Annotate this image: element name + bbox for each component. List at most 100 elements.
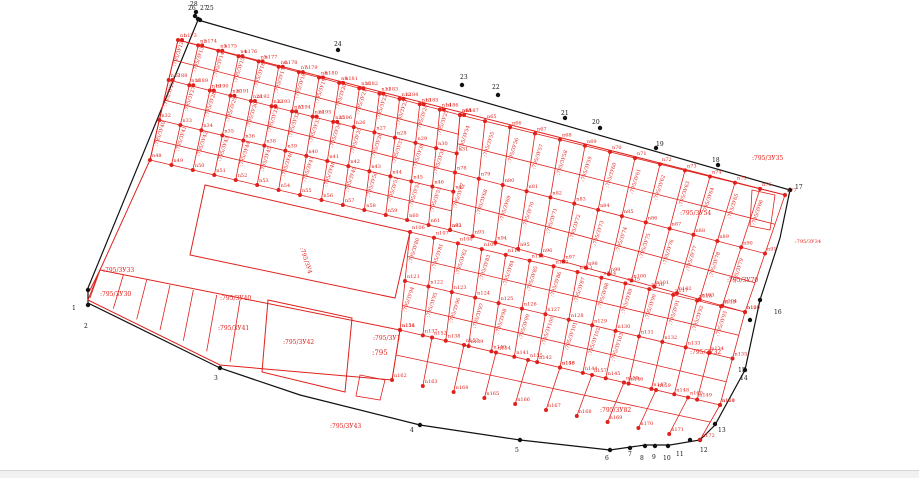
label-left-mid: :795/ЗУ33 — [103, 267, 134, 274]
boundary-label-16: 16 — [774, 309, 782, 316]
label-block-zu42: :795/ЗУ42 — [283, 339, 314, 346]
survey-point-n88 — [691, 232, 696, 237]
survey-point-n48 — [148, 158, 152, 162]
parcel-label: :795/ЗУ98 — [495, 308, 509, 335]
lot-column-line — [321, 82, 340, 201]
parcel-label: :795/ЗУ18 — [294, 72, 308, 99]
survey-point-n24 — [310, 114, 315, 119]
survey-label-n148: n148 — [676, 387, 689, 393]
survey-label-n78: n78 — [457, 166, 467, 172]
survey-label-n111: n111 — [532, 254, 545, 260]
survey-label-n79: n79 — [481, 172, 491, 178]
survey-label-n102: n102 — [679, 286, 692, 292]
label-right-cluster-top: :795/ЗУ35 — [752, 155, 783, 162]
parcel-label: :795/ЗУ65 — [727, 193, 741, 220]
central-block — [189, 184, 411, 299]
label-left-top: :795/ЗУ30 — [100, 291, 131, 298]
survey-label-n161: n161 — [722, 398, 735, 404]
survey-label-n178: n178 — [285, 60, 298, 66]
boundary-label-25: 25 — [206, 5, 214, 12]
survey-point-n124 — [473, 295, 478, 300]
parcel-label: :795/ЗУ54 — [458, 125, 472, 152]
survey-label-n187: n187 — [466, 108, 479, 114]
survey-label-n5: n5 — [261, 54, 267, 60]
survey-label-n91: n91 — [767, 247, 777, 253]
survey-label-n21: n21 — [253, 94, 263, 100]
survey-label-n149: n149 — [699, 393, 712, 399]
lot-column-line — [89, 269, 101, 299]
survey-label-n185: n185 — [426, 97, 439, 103]
survey-label-n99: n99 — [611, 267, 621, 273]
survey-point-n153 — [462, 343, 466, 347]
lot-column-line — [206, 294, 218, 352]
survey-point-n29 — [413, 140, 418, 145]
survey-point-n188 — [170, 78, 175, 82]
survey-label-n86: n86 — [648, 215, 658, 221]
survey-point-n61 — [426, 223, 431, 227]
label-right-low2: :795/ЗУ82 — [600, 407, 631, 414]
survey-label-n11: n11 — [381, 87, 391, 93]
survey-label-n168: n168 — [579, 409, 592, 415]
survey-point-n101 — [652, 284, 657, 289]
boundary-marker-28 — [193, 9, 199, 15]
survey-point-n89 — [715, 239, 720, 244]
survey-point-n155 — [526, 358, 530, 362]
survey-label-n120: n120 — [747, 305, 760, 311]
block-small — [355, 374, 386, 401]
lot-column-line — [229, 299, 241, 363]
lot-column-line — [363, 93, 380, 211]
right-cluster — [749, 189, 776, 231]
survey-label-n50: n50 — [195, 163, 205, 169]
survey-point-n75 — [733, 180, 737, 185]
survey-point-n123 — [449, 290, 454, 295]
survey-label-n47: n47 — [455, 185, 465, 191]
survey-label-n80: n80 — [505, 178, 515, 184]
survey-label-n151: n151 — [402, 323, 415, 329]
boundary-label-27: 27 — [200, 5, 208, 12]
survey-point-n149 — [695, 397, 700, 402]
survey-label-n90: n90 — [743, 240, 753, 246]
survey-label-n17: n17 — [171, 73, 181, 79]
survey-point-n32 — [157, 118, 162, 122]
survey-point-n34 — [199, 128, 204, 133]
parcel-label: :795/ЗУ90 — [644, 294, 658, 321]
survey-label-n43: n43 — [371, 164, 381, 170]
survey-label-n87: n87 — [672, 222, 682, 228]
survey-point-n5 — [256, 59, 261, 64]
survey-point-n55 — [298, 193, 302, 197]
survey-point-n19 — [207, 88, 212, 93]
boundary-marker-14 — [742, 367, 748, 373]
survey-label-n110: n110 — [508, 248, 521, 254]
survey-label-n89: n89 — [719, 234, 729, 240]
boundary-marker-2 — [85, 287, 91, 293]
survey-point-n106 — [408, 230, 412, 234]
parcel-label: :795/ЗУ72 — [569, 214, 583, 241]
survey-label-n32: n32 — [161, 113, 171, 119]
survey-label-n20: n20 — [232, 89, 242, 95]
survey-label-n97: n97 — [565, 255, 575, 261]
survey-point-n4 — [236, 54, 241, 59]
survey-label-n49: n49 — [173, 158, 183, 164]
survey-point-n115 — [623, 281, 628, 286]
survey-point-n159 — [654, 388, 658, 392]
survey-point-n145 — [603, 376, 608, 381]
survey-point-n31 — [454, 151, 459, 156]
survey-label-n56: n56 — [323, 193, 333, 199]
lot-column-line — [299, 77, 320, 196]
survey-point-n119 — [719, 304, 724, 309]
survey-point-n39 — [283, 148, 288, 153]
survey-point-n117 — [671, 292, 676, 297]
parcel-label: :795/ЗУ92 — [691, 305, 705, 332]
parcel-label: :795/ЗУ80 — [408, 237, 422, 264]
label-right-mid2: :795/ЗУ70 — [727, 277, 758, 284]
survey-label-n114: n114 — [603, 271, 616, 277]
survey-point-n113 — [575, 270, 580, 274]
survey-point-n190 — [211, 88, 216, 93]
survey-label-n27: n27 — [376, 125, 386, 131]
boundary-label-20: 20 — [592, 119, 600, 126]
survey-label-n28: n28 — [397, 131, 407, 137]
parcel-label: :795/ЗУ26 — [163, 81, 177, 108]
survey-label-n142: n142 — [539, 355, 552, 361]
survey-label-n116: n116 — [651, 282, 664, 288]
survey-label-n75: n75 — [737, 176, 747, 182]
